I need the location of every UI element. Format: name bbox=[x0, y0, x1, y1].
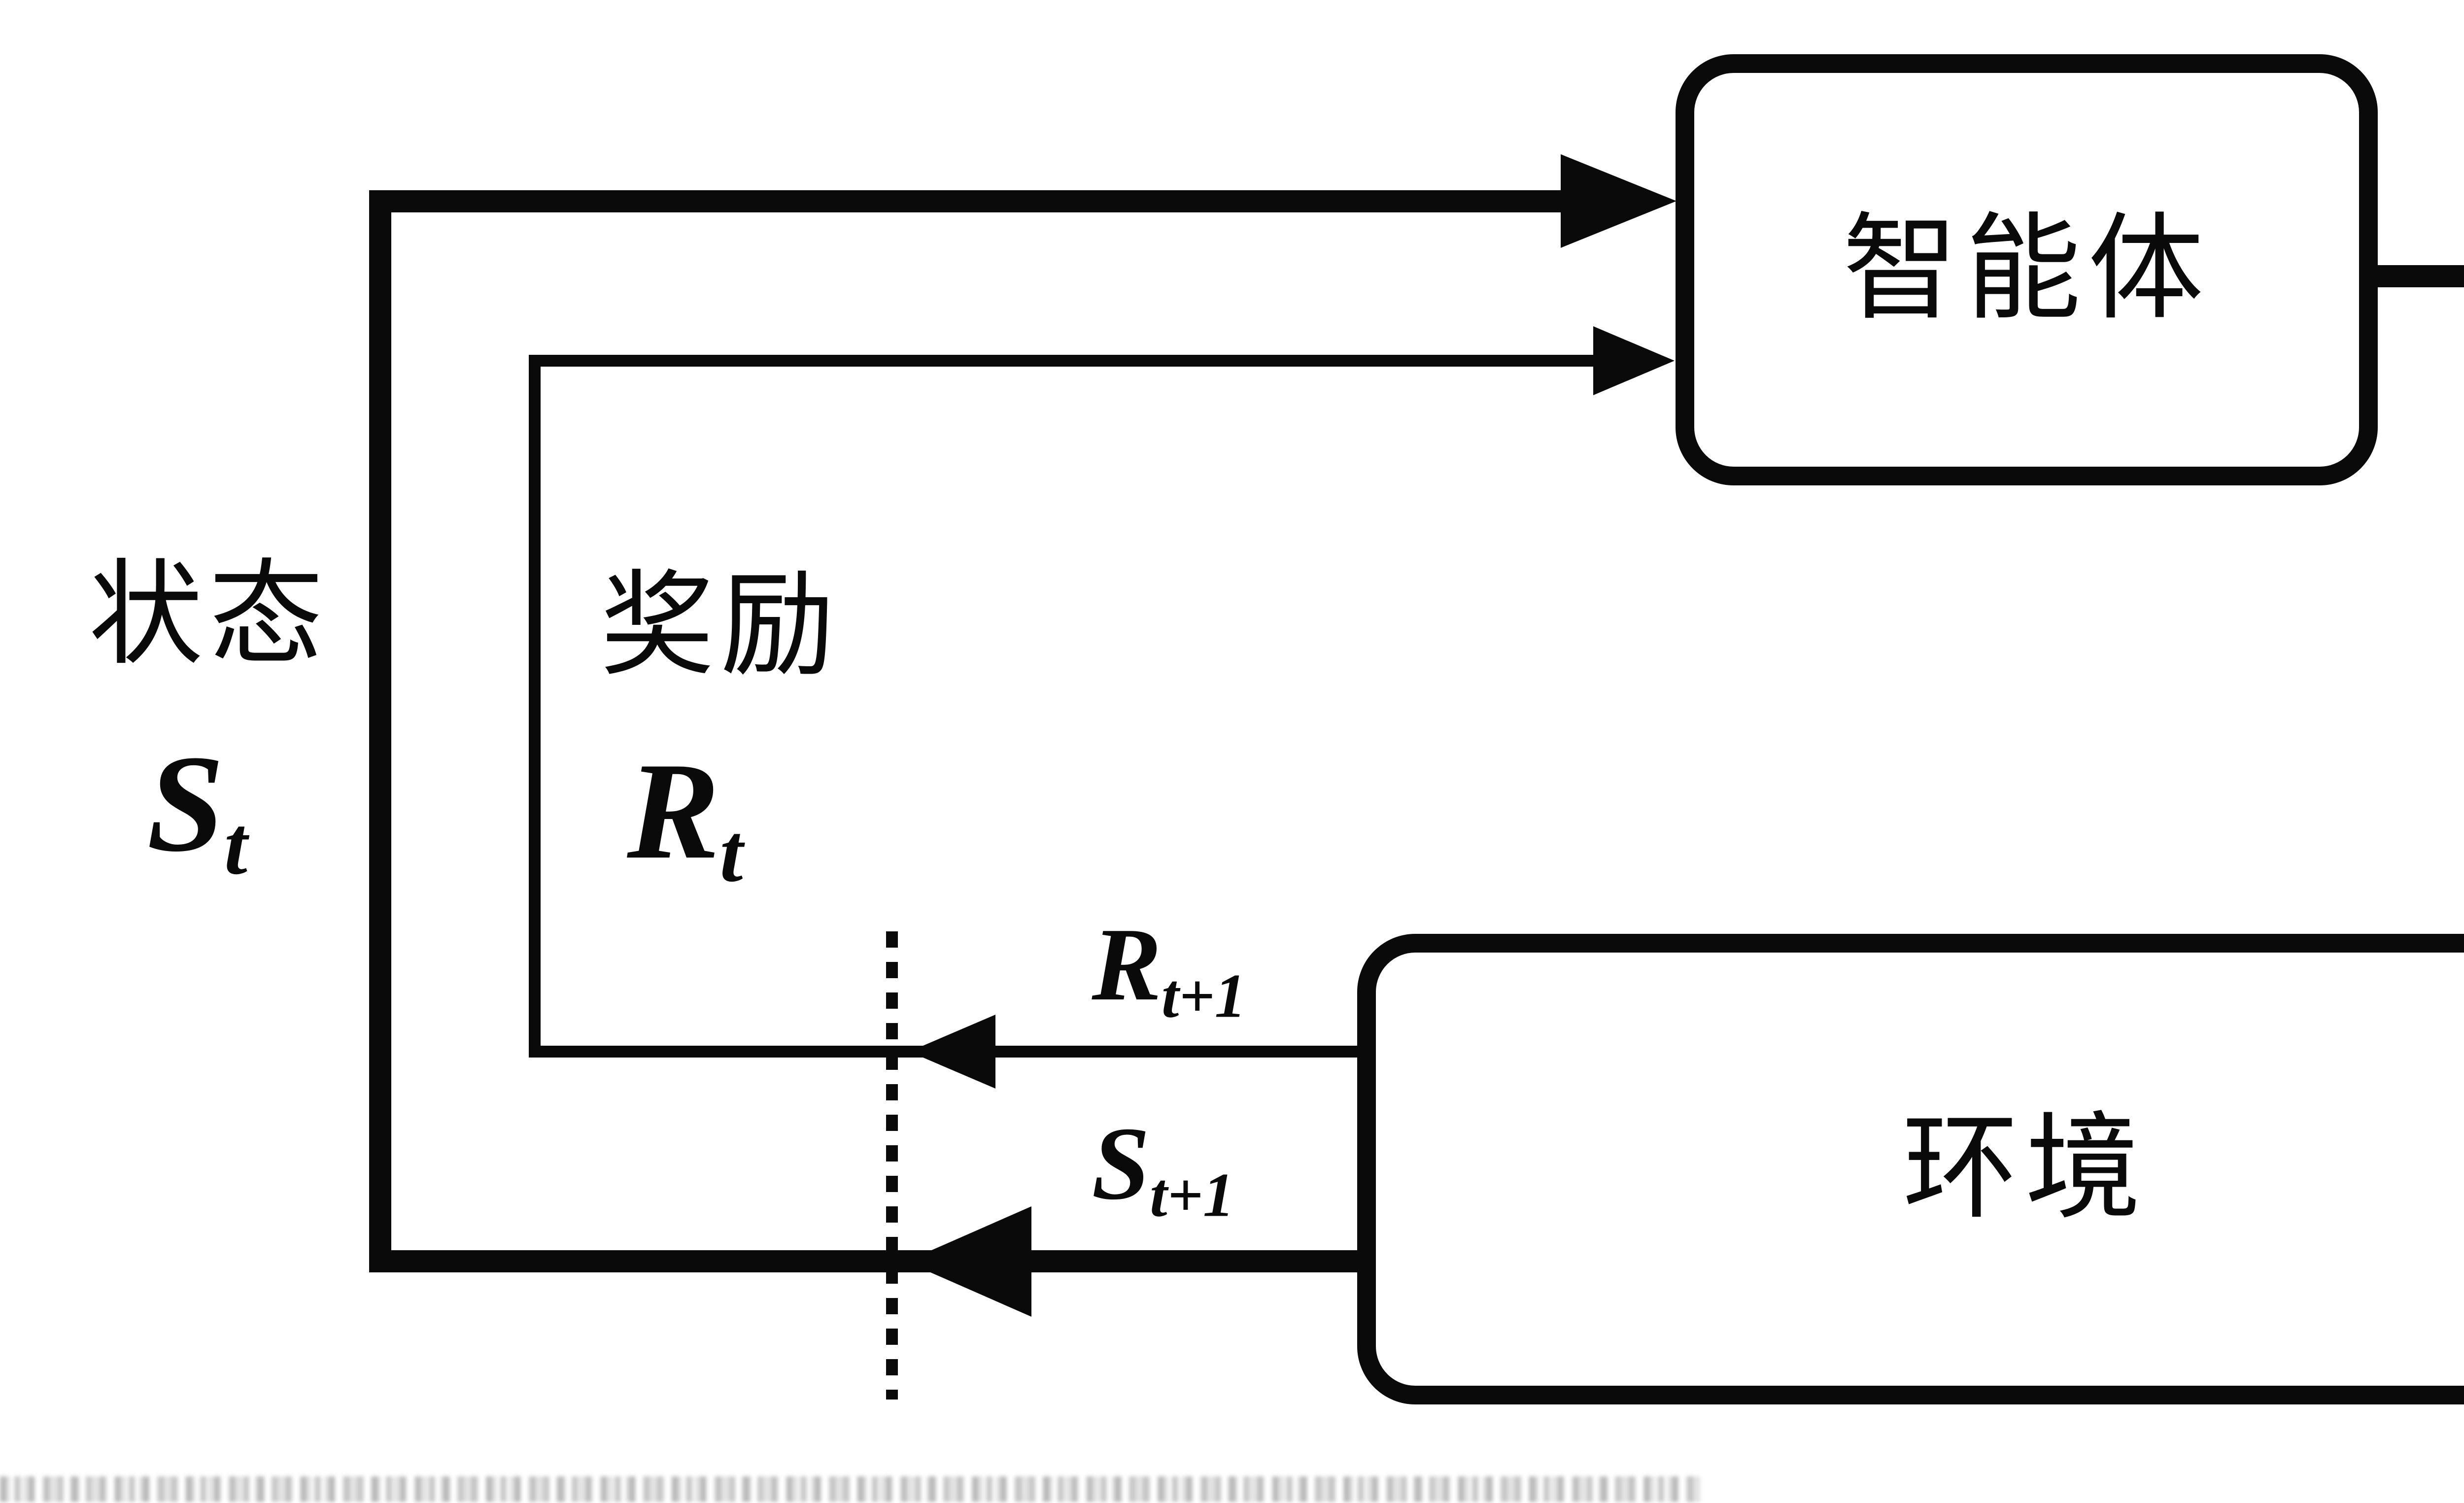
reward-symbol: R bbox=[627, 734, 720, 888]
reward-line-left bbox=[529, 355, 541, 1058]
state-symbol-subscript: t bbox=[224, 799, 247, 892]
state-line-top bbox=[369, 190, 1574, 212]
reward-word-label: 奖励 bbox=[600, 563, 841, 690]
reward-symbol-subscript: t bbox=[719, 806, 743, 899]
next-reward-symbol: R bbox=[1092, 906, 1162, 1023]
next-reward-subscript: t+1 bbox=[1162, 961, 1246, 1031]
agent-box: 智能体 bbox=[1676, 54, 2378, 485]
arrowhead-next-reward-icon bbox=[909, 1015, 995, 1089]
action-line-top bbox=[2373, 265, 2464, 287]
state-line-left bbox=[369, 190, 391, 1272]
agent-label: 智能体 bbox=[1843, 205, 2211, 334]
arrowhead-reward-into-agent-icon bbox=[1593, 326, 1675, 395]
arrowhead-state-into-agent-icon bbox=[1561, 154, 1677, 248]
environment-box: 环境 bbox=[1357, 934, 2464, 1404]
time-step-dashed-line bbox=[886, 931, 898, 1400]
next-state-symbol-label: St+1 bbox=[1092, 1111, 1234, 1227]
reward-line-top bbox=[529, 355, 1597, 367]
reward-symbol-label: Rt bbox=[627, 741, 743, 895]
state-line-bottom bbox=[369, 1250, 1357, 1272]
cropped-caption-remnant bbox=[0, 1476, 1700, 1502]
next-state-subscript: t+1 bbox=[1150, 1160, 1234, 1230]
environment-label: 环境 bbox=[1902, 1105, 2148, 1233]
arrowhead-next-state-icon bbox=[906, 1206, 1031, 1317]
state-word-label: 状态 bbox=[88, 552, 330, 679]
state-symbol: S bbox=[147, 726, 224, 881]
next-state-symbol: S bbox=[1092, 1105, 1150, 1222]
next-reward-symbol-label: Rt+1 bbox=[1092, 912, 1246, 1027]
state-symbol-label: St bbox=[147, 734, 247, 888]
